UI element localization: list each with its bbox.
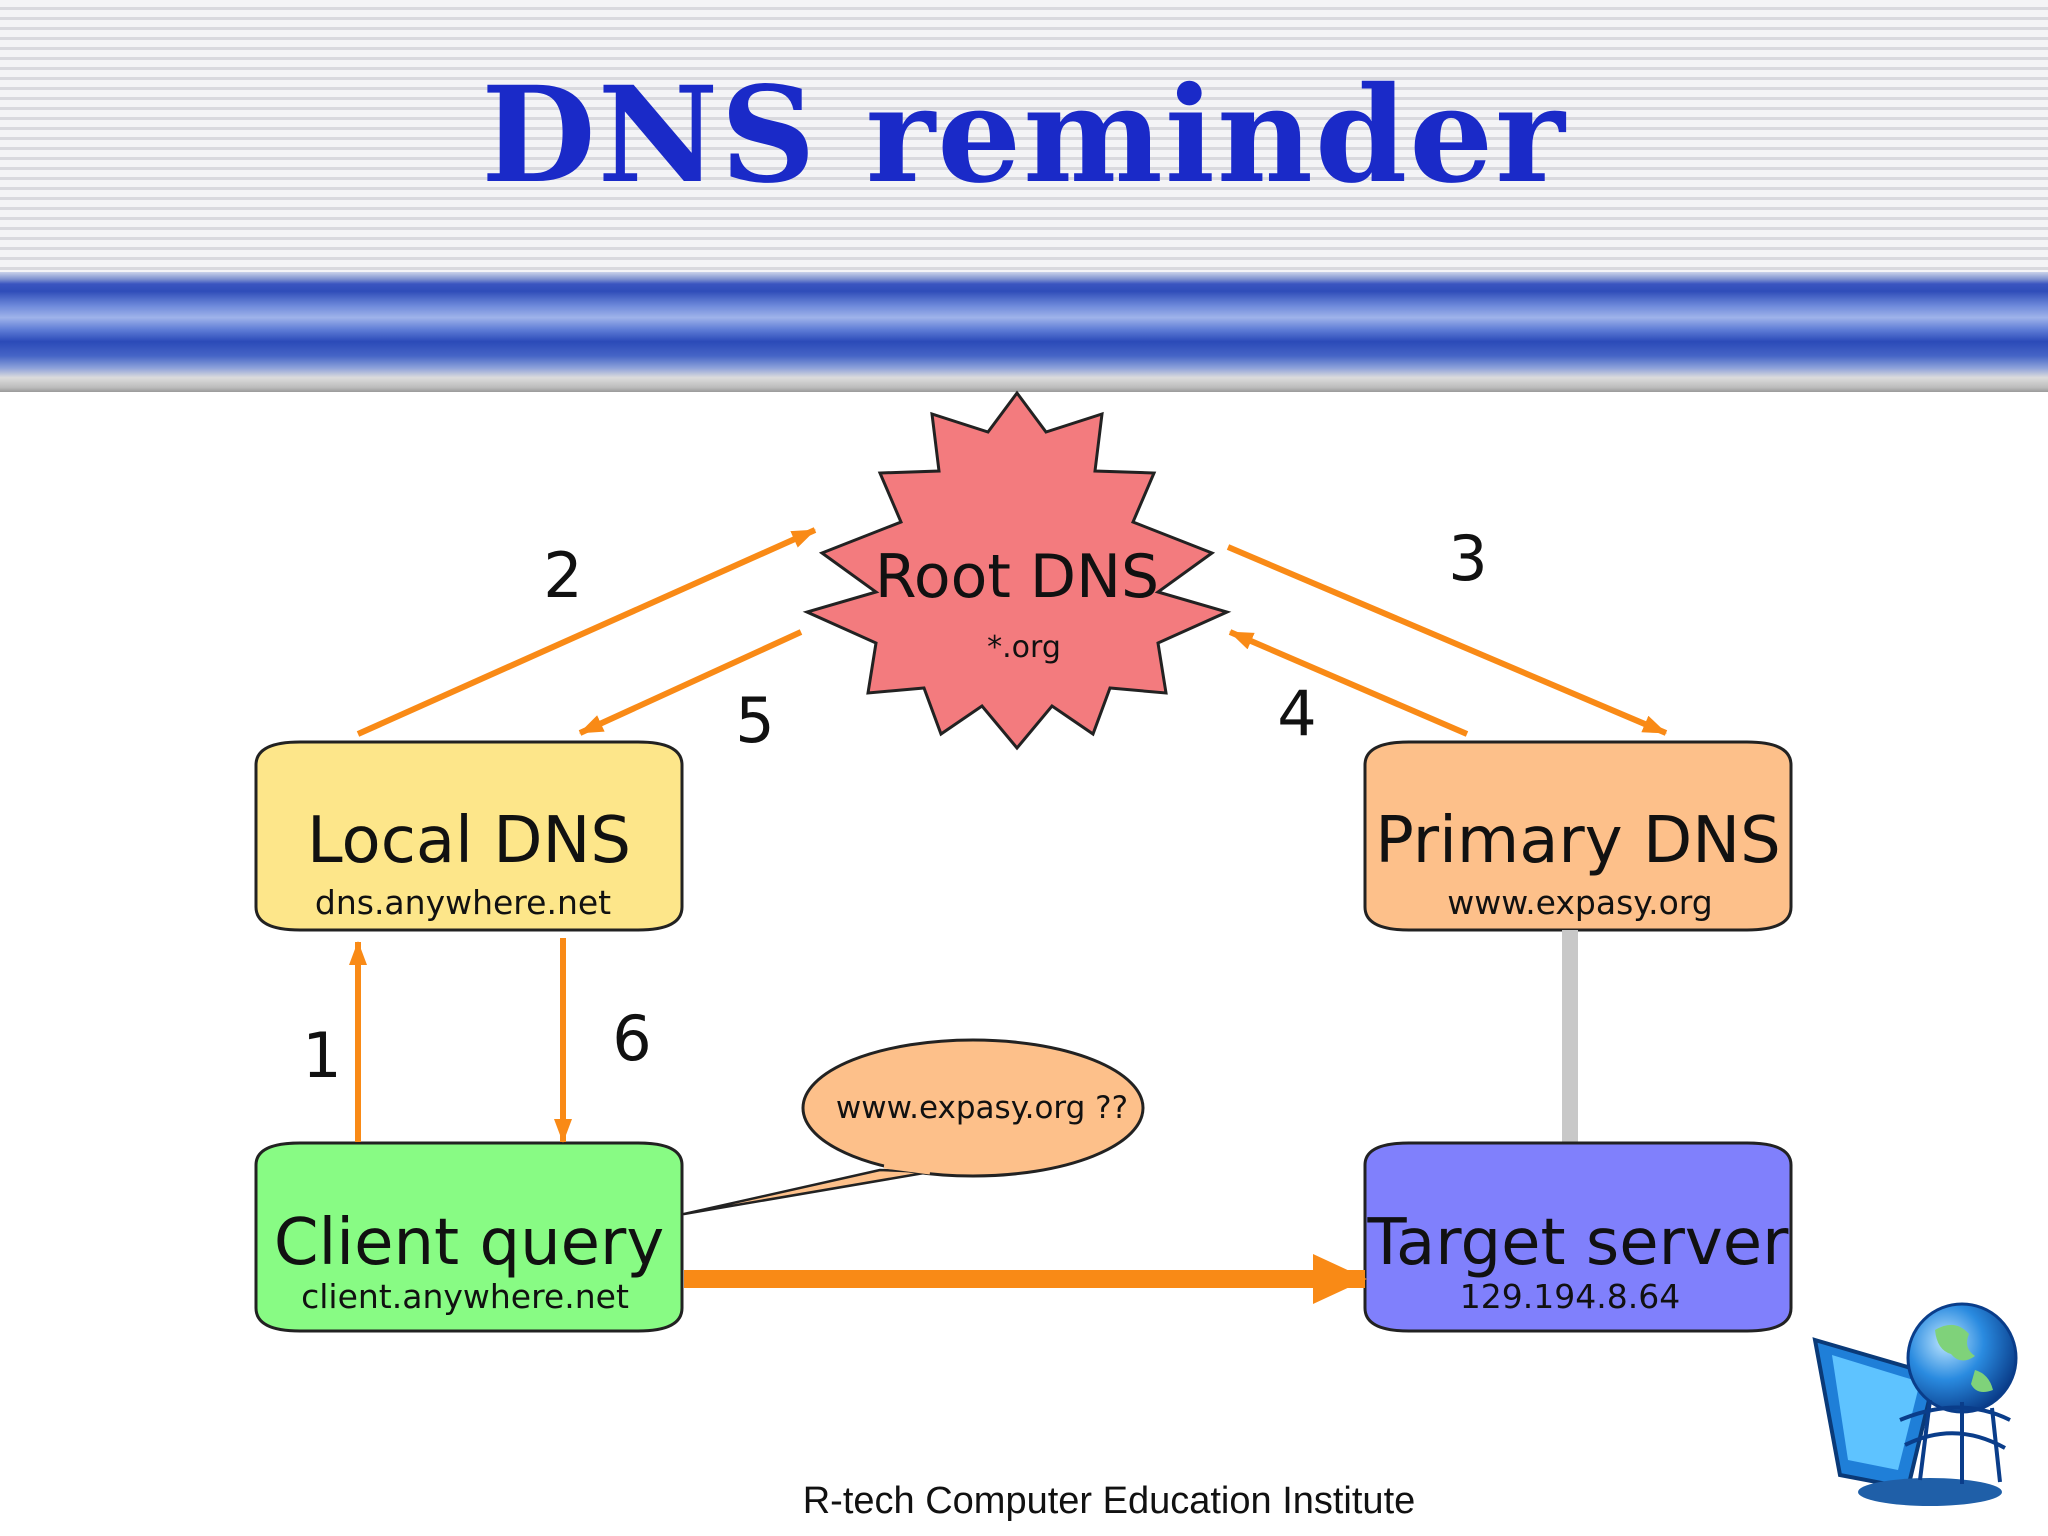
local-dns-node: Local DNS dns.anywhere.net — [254, 740, 684, 932]
target-server-sub: 129.194.8.64 — [1460, 1277, 1680, 1316]
flow-arrows — [349, 527, 1668, 1304]
bubble-tail — [682, 1168, 932, 1216]
local-dns-label: Local DNS — [307, 804, 631, 878]
step-label-2: 2 — [543, 539, 582, 612]
step-label-1: 1 — [302, 1019, 341, 1092]
logo-grid — [1899, 1399, 2011, 1484]
query-bubble: www.expasy.org ?? — [682, 1038, 1145, 1216]
local-dns-sub: dns.anywhere.net — [315, 883, 611, 922]
client-query-box — [254, 1141, 684, 1333]
step-label-3: 3 — [1448, 522, 1487, 595]
primary-dns-node: Primary DNS www.expasy.org — [1363, 740, 1793, 932]
local-dns-box — [254, 740, 684, 932]
footer-text: R-tech Computer Education Institute — [802, 1480, 1416, 1522]
arrow-step-2 — [356, 527, 817, 737]
logo-base — [1858, 1478, 2002, 1506]
bubble-tail-mask — [883, 1163, 931, 1175]
client-query-sub: client.anywhere.net — [301, 1277, 629, 1316]
bubble-shape — [801, 1038, 1145, 1178]
header-band — [0, 0, 2048, 275]
header-bar — [0, 272, 2048, 392]
root-dns-label: Root DNS — [875, 542, 1159, 612]
client-query-label: Client query — [274, 1206, 664, 1280]
root-dns-starburst — [802, 390, 1232, 751]
primary-dns-label: Primary DNS — [1375, 804, 1780, 878]
target-server-box — [1363, 1141, 1793, 1333]
primary-dns-sub: www.expasy.org — [1447, 883, 1712, 922]
client-query-node: Client query client.anywhere.net — [254, 1141, 684, 1333]
arrow-step-4 — [1228, 629, 1469, 737]
target-server-label: Target server — [1367, 1206, 1790, 1280]
logo-screen — [1832, 1355, 1920, 1470]
arrow-step-5 — [578, 629, 803, 736]
computer-globe-logo-icon — [1812, 1302, 2018, 1506]
step-label-4: 4 — [1277, 677, 1316, 750]
bubble-text: www.expasy.org ?? — [836, 1090, 1128, 1126]
step-label-6: 6 — [612, 1002, 651, 1075]
page-title: DNS reminder — [481, 58, 1567, 213]
logo-globe-continent — [1935, 1324, 1993, 1392]
primary-dns-box — [1363, 740, 1793, 932]
root-dns-node: Root DNS *.org — [802, 390, 1232, 751]
root-dns-sub: *.org — [987, 630, 1061, 665]
target-server-node: Target server 129.194.8.64 — [1363, 1141, 1793, 1333]
step-label-5: 5 — [735, 684, 774, 757]
arrow-step-3 — [1226, 544, 1668, 736]
